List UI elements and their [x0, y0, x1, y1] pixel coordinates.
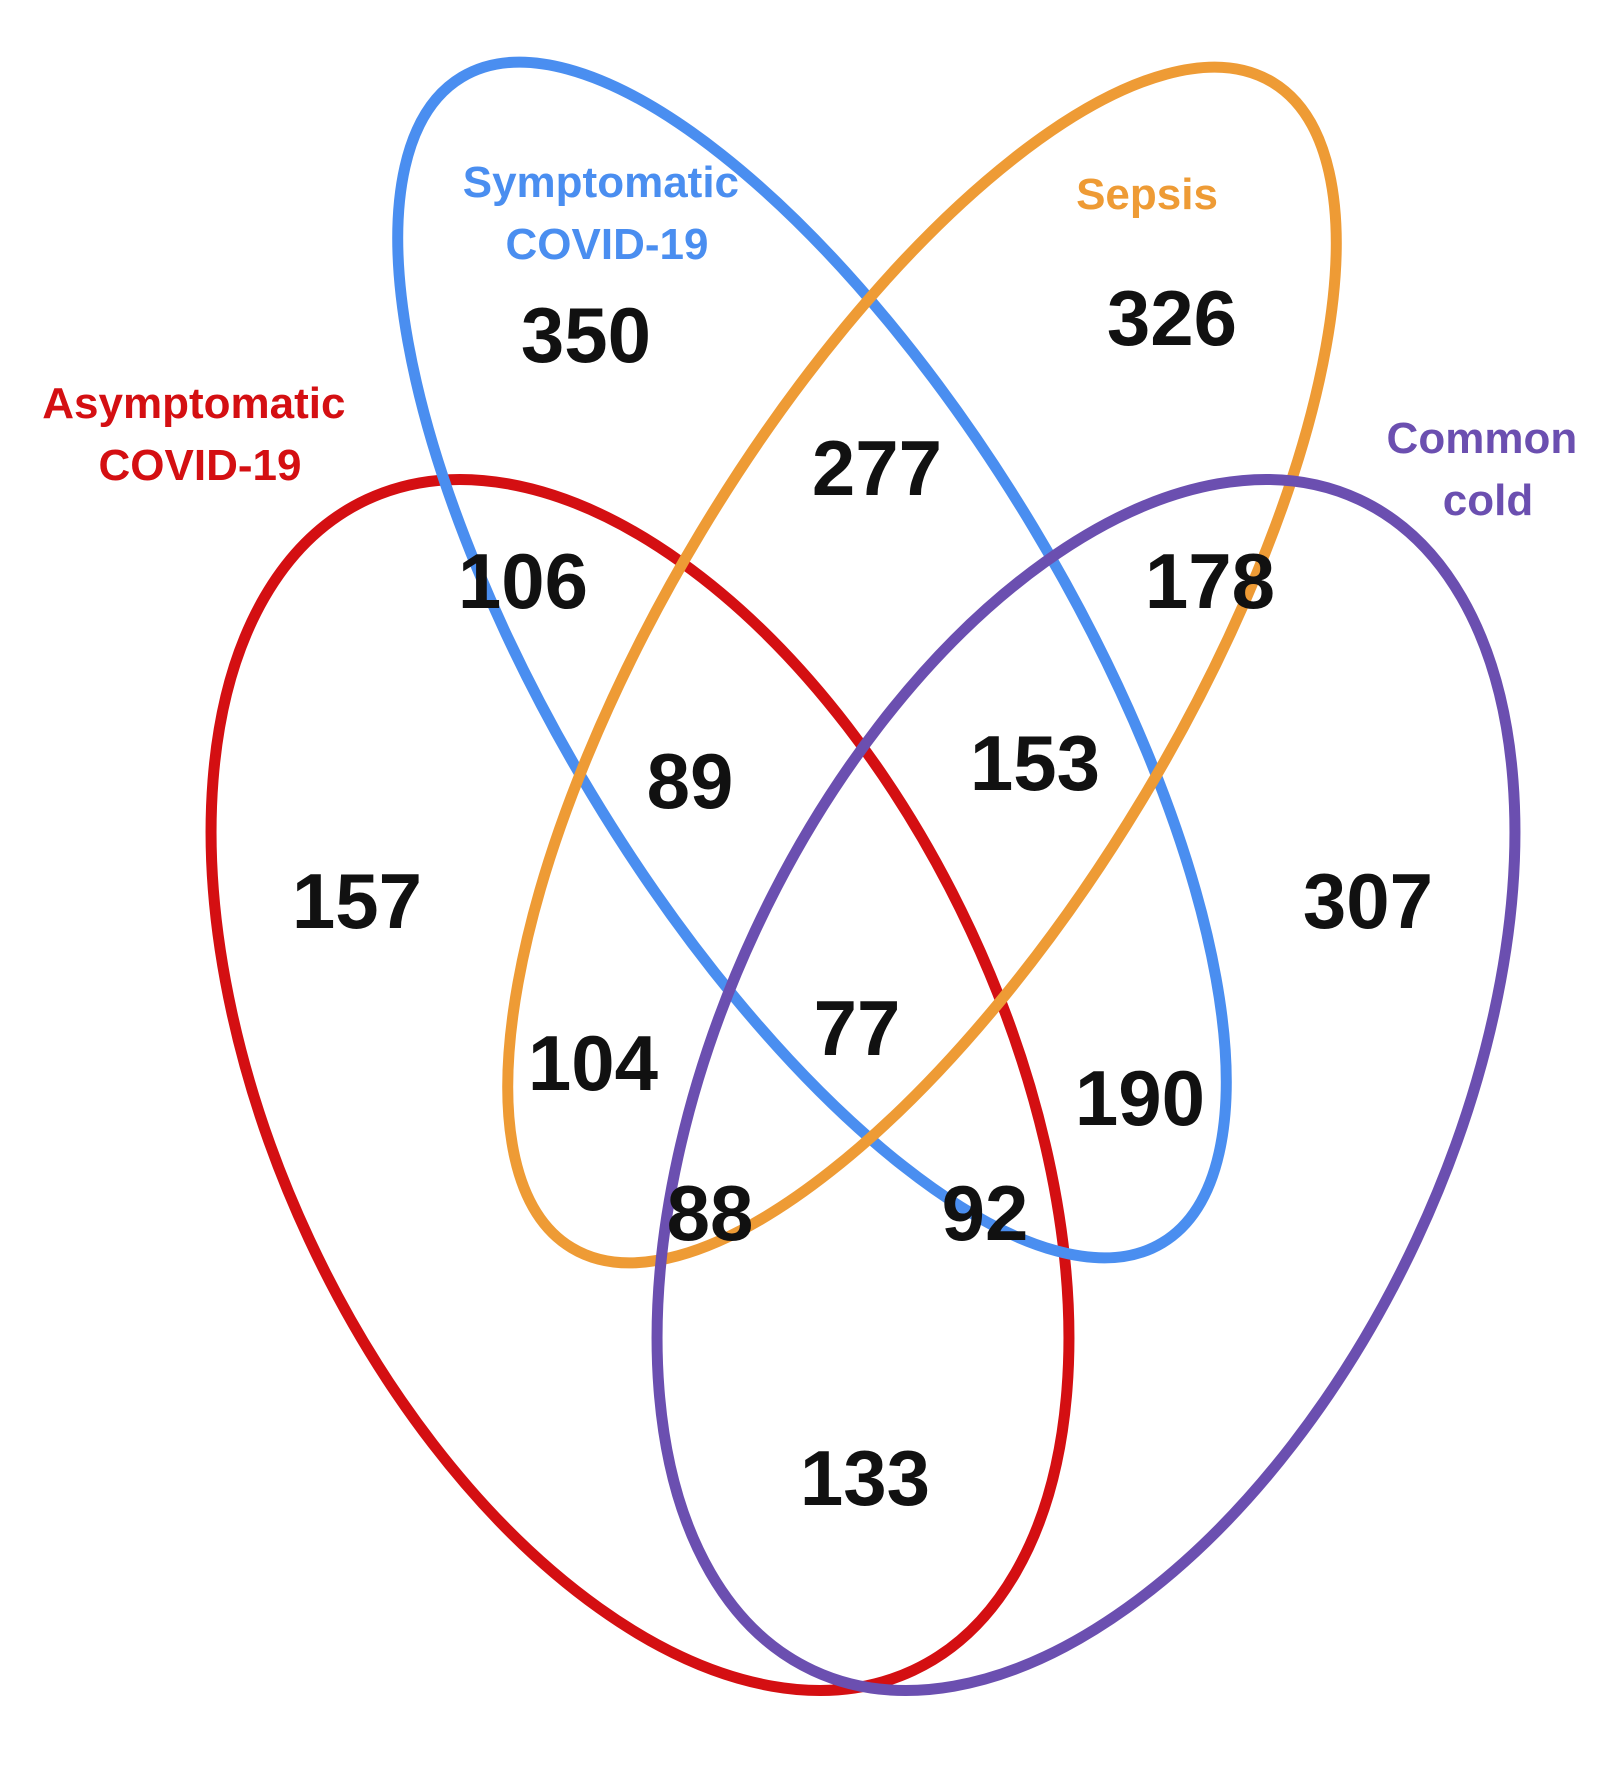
count-symptomatic-only: 350	[521, 291, 651, 379]
ellipse-sepsis	[502, 61, 1342, 1269]
label-sepsis: Sepsis	[1076, 170, 1218, 219]
count-asymptomatic-sepsis-common-cold: 88	[667, 1169, 754, 1257]
count-asymptomatic-only: 157	[292, 857, 422, 945]
ellipse-common-cold	[651, 474, 1521, 1696]
count-sepsis-common-cold-symptomatic: 153	[970, 719, 1100, 807]
count-symptomatic-asymptomatic: 106	[458, 537, 588, 625]
label-common-cold: Common cold	[1387, 414, 1590, 525]
count-common-cold-only: 307	[1303, 857, 1433, 945]
count-symptomatic-sepsis: 277	[812, 424, 942, 512]
label-asymptomatic: Asymptomatic COVID-19	[42, 379, 357, 490]
count-asymptomatic-common-cold: 133	[800, 1434, 930, 1522]
count-asymptomatic-sepsis: 104	[528, 1019, 658, 1107]
ellipse-asymptomatic	[205, 474, 1075, 1696]
count-symptomatic-common-cold: 190	[1075, 1054, 1205, 1142]
count-asymptomatic-sepsis-symptomatic: 89	[647, 737, 734, 825]
count-sepsis-only: 326	[1107, 274, 1237, 362]
count-asymptomatic-symptomatic-common-cold: 92	[942, 1169, 1029, 1257]
ellipse-symptomatic	[392, 56, 1232, 1264]
label-symptomatic: Symptomatic COVID-19	[463, 158, 752, 269]
count-all-four: 77	[814, 984, 901, 1072]
count-sepsis-common-cold: 178	[1145, 537, 1275, 625]
